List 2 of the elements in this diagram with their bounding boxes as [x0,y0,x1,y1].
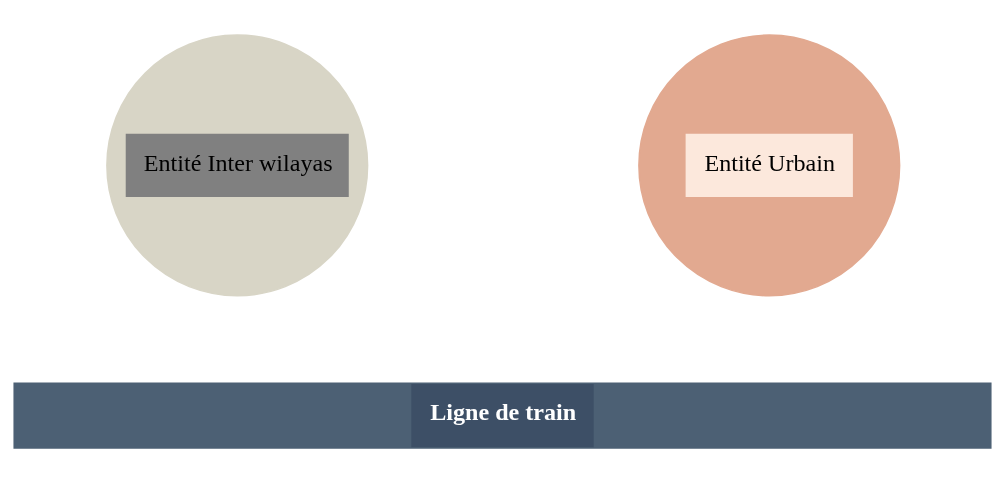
node-circle: Entité Urbain [638,33,901,296]
node-circle: Entité Inter wilayas [106,33,369,296]
